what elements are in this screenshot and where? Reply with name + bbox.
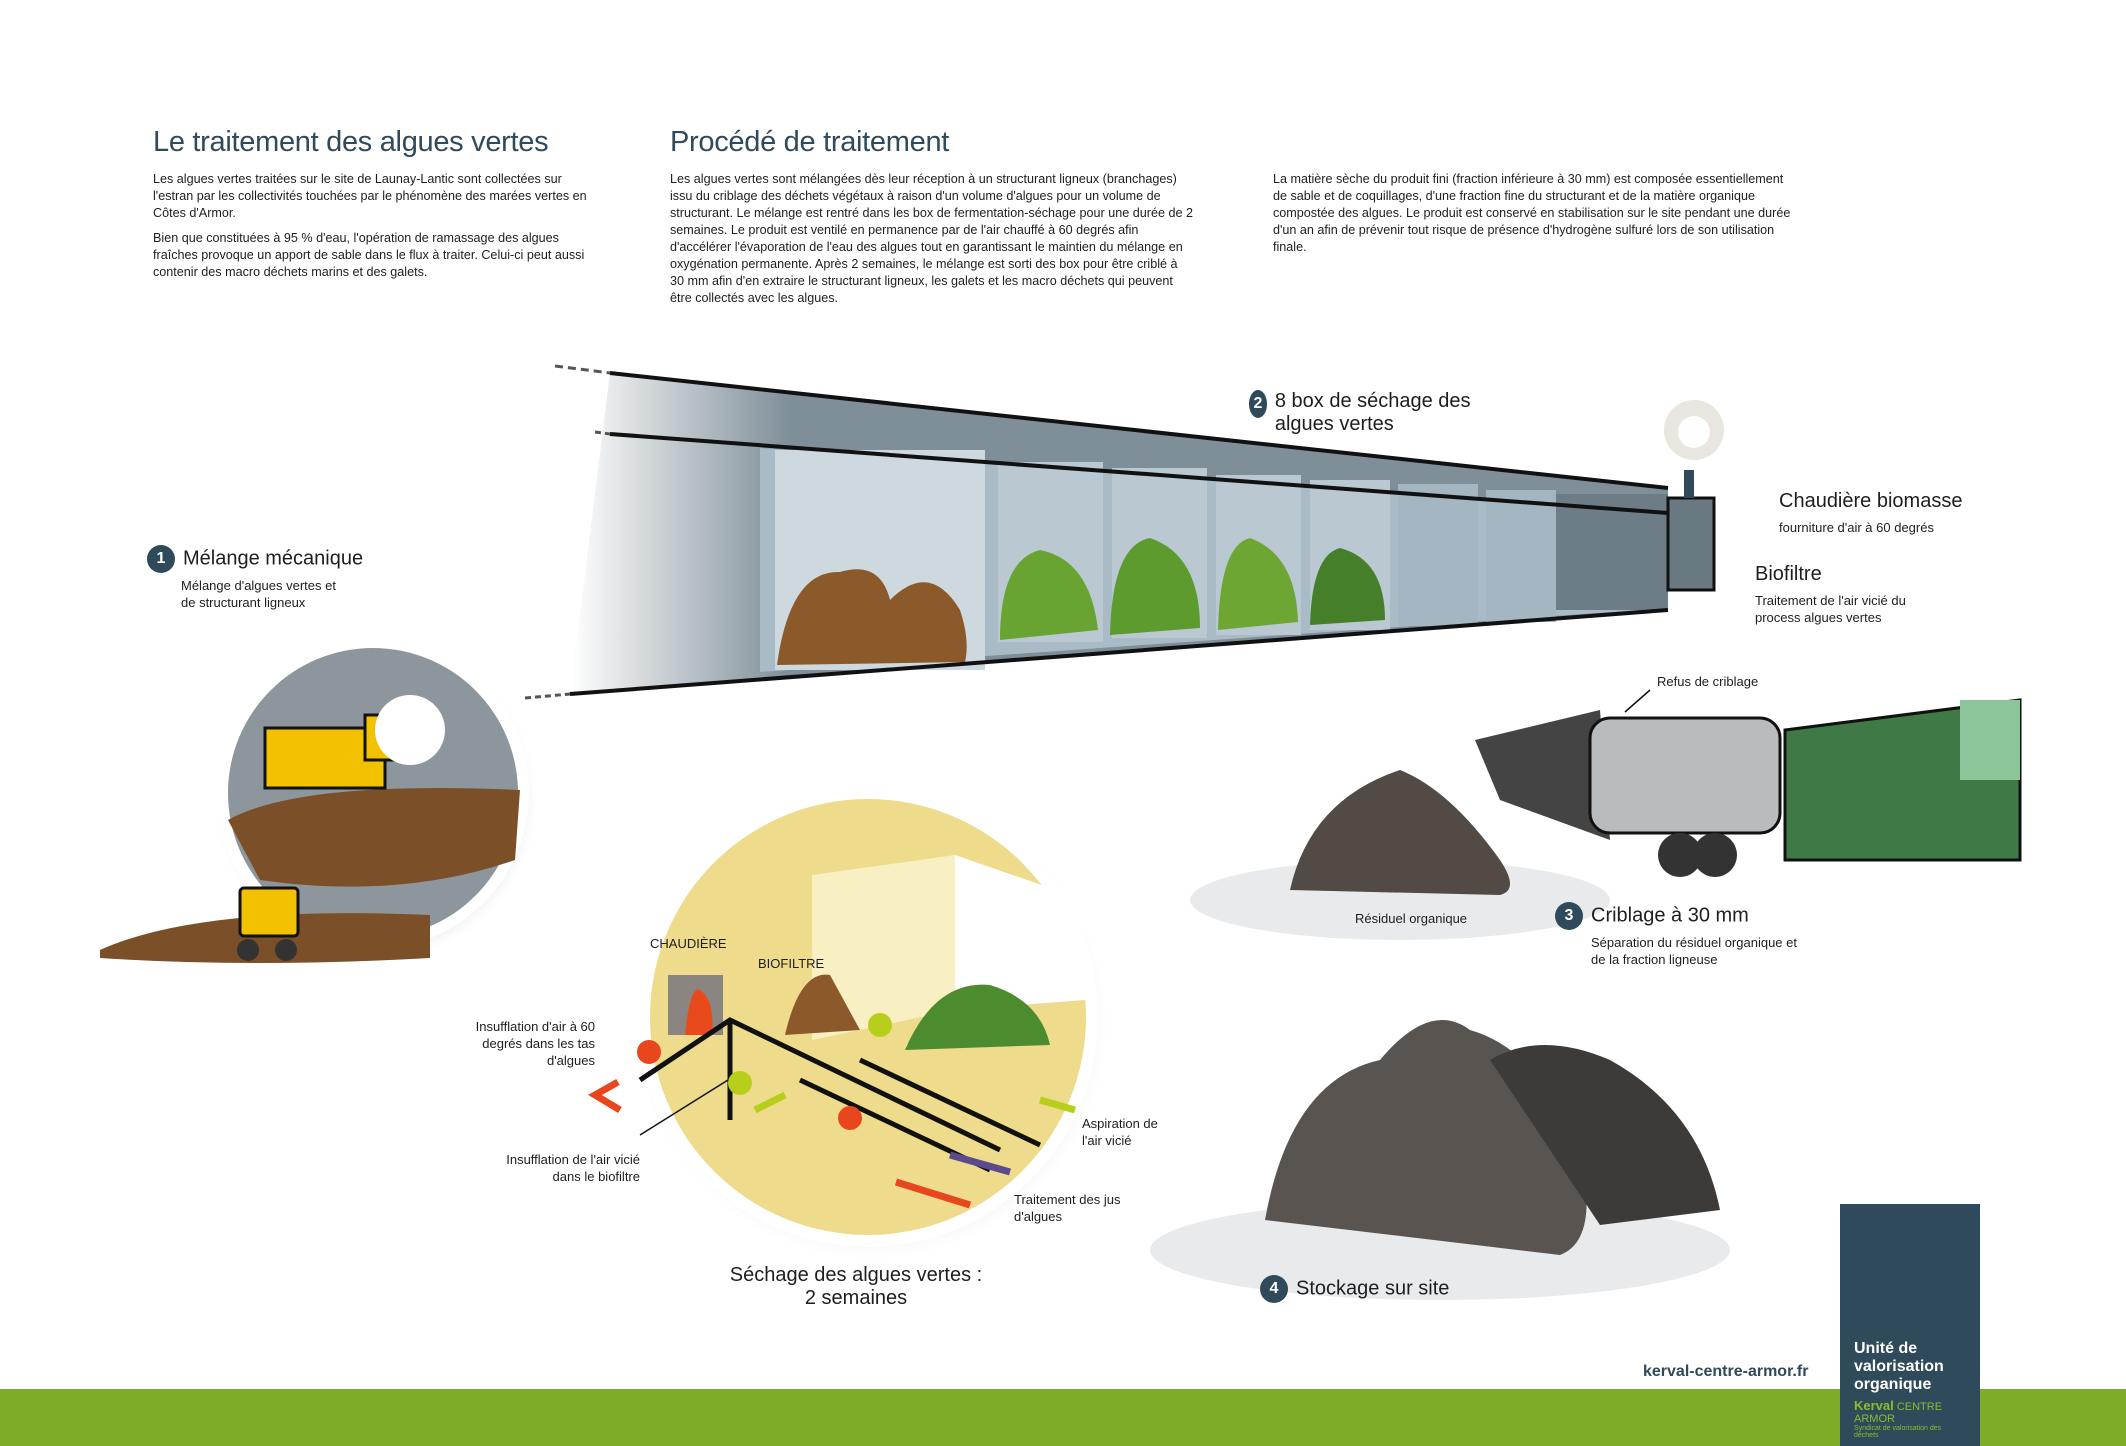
- step-number-badge: 4: [1260, 1275, 1288, 1303]
- air-in-label: Insufflation d'air à 60 degrés dans les …: [475, 1019, 595, 1068]
- logo-title: Unité de valorisation organique: [1854, 1340, 1944, 1393]
- chaudiere-label: CHAUDIÈRE: [650, 936, 727, 951]
- section1-text: Les algues vertes traitées sur le site d…: [153, 171, 593, 289]
- section1-title: Le traitement des algues vertes: [153, 126, 549, 158]
- step-title: Stockage sur site: [1296, 1277, 1450, 1300]
- step-2-label: 2 8 box de séchage des algues vertes: [1249, 390, 1479, 436]
- website-link[interactable]: kerval-centre-armor.fr: [1643, 1363, 1809, 1380]
- biofiltre-label: BIOFILTRE: [758, 956, 825, 971]
- screening-machine: [1190, 689, 2022, 940]
- residual-label: Résiduel organique: [1355, 911, 1468, 926]
- biofilter-label: Biofiltre Traitement de l'air vicié du p…: [1755, 563, 1925, 626]
- biofilter-title: Biofiltre: [1755, 563, 1822, 585]
- step-1-label: 1 Mélange mécanique Mélange d'algues vert…: [147, 545, 363, 611]
- section3-text: La matière sèche du produit fini (fracti…: [1273, 172, 1791, 254]
- step-title: Mélange mécanique: [183, 547, 364, 570]
- drying-building: [524, 364, 1724, 700]
- step-subtitle: Mélange d'algues vertes et de structuran…: [181, 578, 336, 610]
- mixing-illustration: [100, 635, 541, 965]
- step-title: Criblage à 30 mm: [1591, 904, 1749, 927]
- section1-paragraph: Les algues vertes traitées sur le site d…: [153, 172, 587, 220]
- aspiration-label: Aspiration de l'air vicié: [1082, 1116, 1158, 1148]
- boiler-title: Chaudière biomasse: [1779, 490, 1963, 512]
- logo-tagline: Syndicat de valorisation des déchets: [1854, 1425, 1942, 1439]
- boiler-label: Chaudière biomasse fourniture d'air à 60…: [1779, 490, 1962, 536]
- air-vicie-label: Insufflation de l'air vicié dans le biof…: [506, 1152, 640, 1184]
- section2-text: Les algues vertes sont mélangées dès leu…: [670, 172, 1193, 305]
- step-4-label: 4 Stockage sur site: [1260, 1275, 1449, 1303]
- step-number-badge: 1: [147, 545, 175, 573]
- drying-caption-duration: 2 semaines: [804, 1287, 908, 1309]
- step-subtitle: Séparation du résiduel organique et de l…: [1591, 935, 1797, 967]
- section2-title: Procédé de traitement: [670, 126, 950, 158]
- step-3-label: 3 Criblage à 30 mm Séparation du résiduel…: [1555, 902, 1806, 968]
- step-number-badge: 3: [1555, 902, 1583, 930]
- step-number-badge: 2: [1249, 390, 1267, 418]
- screen-reject-label: Refus de criblage: [1657, 674, 1759, 689]
- drying-detail-illustration: [588, 689, 1112, 1264]
- drying-caption-title: Séchage des algues vertes :: [729, 1264, 983, 1286]
- logo-brand: Kerval: [1854, 1398, 1894, 1413]
- drying-caption: Séchage des algues vertes : 2 semaines: [706, 1264, 1006, 1310]
- storage-piles: [1150, 1020, 1730, 1300]
- boiler-subtitle: fourniture d'air à 60 degrés: [1779, 520, 1934, 535]
- footer-band: [0, 1389, 2126, 1446]
- traitement-label: Traitement des jus d'algues: [1014, 1192, 1121, 1224]
- logo-brand-sub: CENTRE ARMOR: [1854, 1401, 1943, 1425]
- biofilter-subtitle: Traitement de l'air vicié du process alg…: [1755, 593, 1906, 625]
- kerval-logo: Unité de valorisation organique Kerval C…: [1840, 1204, 1980, 1446]
- step-title: 8 box de séchage des algues vertes: [1274, 390, 1471, 435]
- section1-paragraph: Bien que constituées à 95 % d'eau, l'opé…: [153, 231, 585, 279]
